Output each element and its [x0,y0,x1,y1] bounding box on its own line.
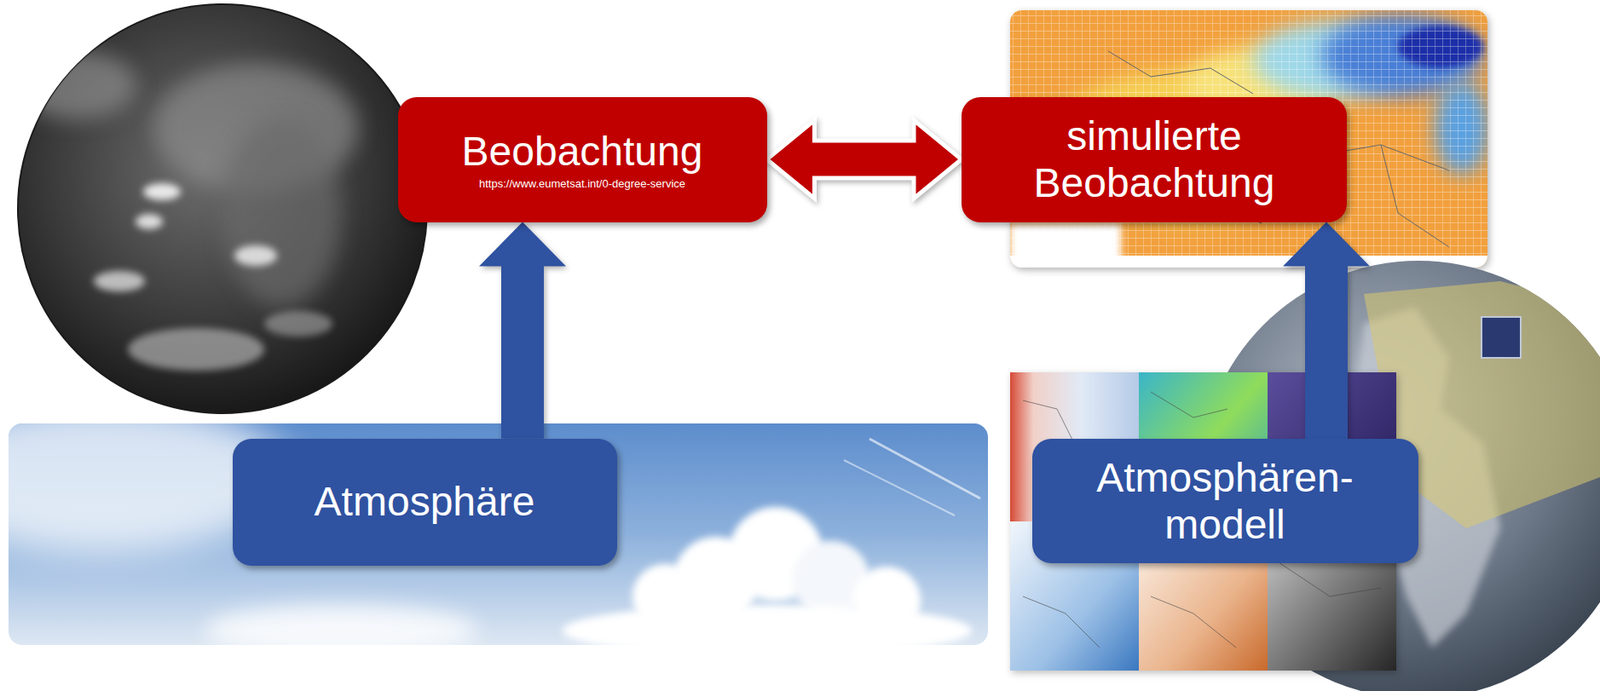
globe-disc [17,4,428,414]
box-label: Beobachtung [462,127,704,175]
block-arrow [479,222,567,439]
contrail [843,460,955,516]
block-arrow [767,120,963,199]
cloud-band [17,51,137,120]
process-box: simulierte Beobachtung [961,97,1347,223]
process-box: Atmosphären- modell [1032,438,1419,564]
nest-domain [1481,317,1521,359]
cloud [562,605,972,646]
cloud-band [127,328,265,371]
source-url: https://www.eumetsat.int/0-degree-servic… [479,178,686,191]
box-label: simulierte Beobachtung [1026,112,1283,207]
cloud [234,245,278,266]
land-mass [221,119,341,307]
cloud [264,311,333,337]
box-label: Atmosphäre [314,478,536,526]
sky-photo [0,400,988,657]
process-box: Atmosphäre [232,438,618,567]
contrail [869,438,981,499]
block-arrow [1282,222,1370,440]
cloud [143,183,181,201]
satellite-globe [17,4,428,414]
cloud [204,605,478,646]
cloud [93,271,145,292]
sky-features [8,423,981,646]
globe-features [17,51,359,371]
process-box: Beobachtung https://www.eumetsat.int/0-de… [398,97,768,223]
box-label: Atmosphären- modell [1084,454,1366,549]
cloud [135,213,163,230]
